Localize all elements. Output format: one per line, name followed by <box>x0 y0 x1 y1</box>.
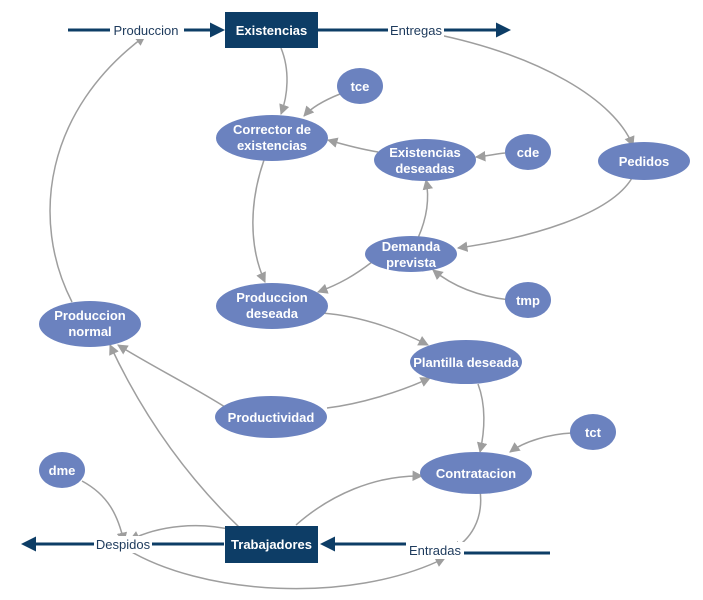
stock-label: Existencias <box>236 23 308 38</box>
link-contratacion-entradas <box>451 489 482 551</box>
link-tce-corrector <box>303 93 341 117</box>
var-contratacion[interactable]: Contratacion <box>420 452 532 494</box>
causal-links <box>49 32 635 590</box>
flow-labels: Produccion Entregas Despidos Entradas <box>94 22 464 559</box>
var-produccion-deseada[interactable]: Produccion deseada <box>216 283 328 329</box>
var-label-line1: Demanda <box>382 239 441 254</box>
link-entregas-pedidos <box>429 32 635 147</box>
link-plantilla-contratacion <box>476 383 488 454</box>
var-dme[interactable]: dme <box>39 452 85 488</box>
var-label: dme <box>49 463 76 478</box>
var-label: Pedidos <box>619 154 670 169</box>
var-cde[interactable]: cde <box>505 134 551 170</box>
link-tmp-demanda <box>432 269 511 301</box>
var-label-line1: Produccion <box>236 290 308 305</box>
var-label-line2: normal <box>68 324 111 339</box>
var-label: Plantilla deseada <box>413 355 519 370</box>
var-label-line1: Corrector de <box>233 122 311 137</box>
var-label: tce <box>351 79 370 94</box>
var-tce[interactable]: tce <box>337 68 383 104</box>
var-demanda-prevista[interactable]: Demanda prevista <box>365 236 457 272</box>
var-label-line2: existencias <box>237 138 307 153</box>
flow-label-entregas: Entregas <box>390 23 443 38</box>
var-label-line2: deseadas <box>395 161 454 176</box>
var-tmp[interactable]: tmp <box>505 282 551 318</box>
link-tct-contratacion <box>509 432 573 453</box>
link-pedidos-demanda <box>456 177 633 252</box>
link-existdeseadas-corrector <box>326 137 379 153</box>
link-despidos-entradas <box>124 547 446 590</box>
var-label-line1: Produccion <box>54 308 126 323</box>
link-corrector-produccion-deseada <box>252 159 266 283</box>
link-productividad-produccion-normal <box>117 344 226 408</box>
var-label-line2: deseada <box>246 306 299 321</box>
var-tct[interactable]: tct <box>570 414 616 450</box>
stock-existencias[interactable]: Existencias <box>225 12 318 48</box>
stock-label: Trabajadores <box>231 537 312 552</box>
var-corrector-existencias[interactable]: Corrector de existencias <box>216 115 328 161</box>
var-pedidos[interactable]: Pedidos <box>598 142 690 180</box>
var-existencias-deseadas[interactable]: Existencias deseadas <box>374 139 476 181</box>
link-produccion-deseada-plantilla <box>321 312 429 346</box>
flow-label-despidos: Despidos <box>96 537 151 552</box>
var-produccion-normal[interactable]: Produccion normal <box>39 301 141 347</box>
stock-trabajadores[interactable]: Trabajadores <box>225 526 318 563</box>
var-label: tct <box>585 425 602 440</box>
var-label: cde <box>517 145 539 160</box>
flow-label-entradas: Entradas <box>409 543 462 558</box>
var-label-line2: prevista <box>386 255 437 270</box>
flow-label-produccion: Produccion <box>113 23 178 38</box>
var-label: Contratacion <box>436 466 516 481</box>
link-cde-existdeseadas <box>474 150 506 162</box>
link-productividad-plantilla <box>326 377 431 409</box>
var-label-line1: Existencias <box>389 145 461 160</box>
link-demanda-existdeseadas <box>417 178 433 239</box>
link-trabajadores-produccion-normal <box>109 344 241 529</box>
link-dme-despidos <box>81 480 128 544</box>
var-label: tmp <box>516 293 540 308</box>
link-existencias-corrector <box>279 47 290 115</box>
var-plantilla-deseada[interactable]: Plantilla deseada <box>410 340 522 384</box>
link-trabajadores-despidos <box>129 524 233 541</box>
var-label: Productividad <box>228 410 315 425</box>
link-produccion-normal-produccion <box>49 35 146 303</box>
var-productividad[interactable]: Productividad <box>215 396 327 438</box>
link-trabajadores-contratacion <box>295 470 424 526</box>
link-demanda-produccion-deseada <box>317 261 373 294</box>
